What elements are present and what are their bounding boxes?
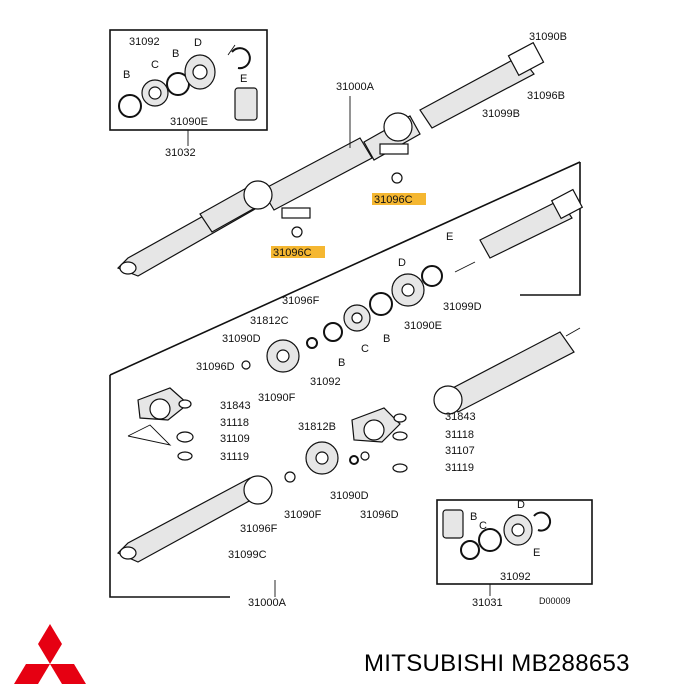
letter-d: D xyxy=(517,499,525,511)
part-label-31090f-low: 31090F xyxy=(284,509,322,521)
part-label-31090f-mid: 31090F xyxy=(258,392,296,404)
part-label-31092-bottom: 31092 xyxy=(500,571,531,583)
bottom-right-joint-kit xyxy=(442,509,552,560)
letter-d: D xyxy=(194,37,202,49)
part-label-31812b: 31812B xyxy=(298,421,336,433)
letter-b: B xyxy=(470,511,477,523)
center-bearing-left xyxy=(137,387,194,461)
letter-c: C xyxy=(151,59,159,71)
part-label-31118-right: 31118 xyxy=(445,429,474,441)
propeller-shaft-exploded-diagram: 31092 B C B D E 31090E 31032 31090B 3109… xyxy=(109,29,593,609)
part-label-31096f-mid: 31096F xyxy=(282,295,320,307)
part-label-31096f-low: 31096F xyxy=(240,523,278,535)
flange-31812b xyxy=(305,441,370,475)
letter-c: C xyxy=(479,520,487,532)
letter-d: D xyxy=(398,257,406,269)
letter-b: B xyxy=(338,357,345,369)
right-middle-shaft xyxy=(433,327,581,415)
part-label-31092-top: 31092 xyxy=(129,36,160,48)
part-label-31096d-low: 31096D xyxy=(360,509,399,521)
part-label-31092-mid: 31092 xyxy=(310,376,341,388)
part-label-31099d: 31099D xyxy=(443,301,482,313)
part-label-31090d-mid: 31090D xyxy=(222,333,261,345)
part-label-31109: 31109 xyxy=(220,433,250,445)
letter-e: E xyxy=(533,547,540,559)
part-label-31090d-low: 31090D xyxy=(330,490,369,502)
inset-box-31032 xyxy=(109,29,268,131)
part-label-31031: 31031 xyxy=(472,597,503,609)
part-label-31090b: 31090B xyxy=(529,31,567,43)
letter-b: B xyxy=(383,333,390,345)
logo-diamond-left xyxy=(14,664,50,684)
part-label-31118-left: 31118 xyxy=(220,417,249,429)
part-label-31096c-upper: 31096C xyxy=(374,194,413,206)
part-number-caption: MITSUBISHI MB288653 xyxy=(364,650,630,677)
part-label-31090e-top: 31090E xyxy=(170,116,208,128)
part-label-31119-left: 31119 xyxy=(220,451,249,463)
letter-c: C xyxy=(361,343,369,355)
part-label-31099b: 31099B xyxy=(482,108,520,120)
letter-e: E xyxy=(446,231,453,243)
highlight-31096c-upper xyxy=(372,193,426,205)
lower-propeller-shaft xyxy=(116,471,296,563)
part-label-31000a-bottom: 31000A xyxy=(248,597,287,609)
inset-box-31031 xyxy=(436,499,593,585)
logo-diamond-right xyxy=(50,664,86,684)
mitsubishi-logo-icon xyxy=(14,624,86,684)
part-label-31107: 31107 xyxy=(445,445,475,457)
diagram-code: D00009 xyxy=(539,596,571,606)
highlight-31096c-lower xyxy=(271,246,325,258)
part-label-31032: 31032 xyxy=(165,147,196,159)
letter-b: B xyxy=(123,69,130,81)
part-label-31096c-lower: 31096C xyxy=(273,247,312,259)
center-bearing-right xyxy=(351,407,408,473)
part-label-31000a-top: 31000A xyxy=(336,81,375,93)
part-label-31096b: 31096B xyxy=(527,90,565,102)
logo-diamond-top xyxy=(38,624,62,664)
top-left-joint-kit xyxy=(118,44,258,121)
flange-31812c xyxy=(241,337,318,373)
upper-propeller-shaft xyxy=(116,41,545,277)
part-label-31843-left: 31843 xyxy=(220,400,251,412)
middle-right-shaft xyxy=(323,188,584,342)
part-label-31090e-mid: 31090E xyxy=(404,320,442,332)
part-label-31096d-mid: 31096D xyxy=(196,361,235,373)
part-label-31119-right: 31119 xyxy=(445,462,474,474)
letter-e: E xyxy=(240,73,247,85)
letter-b: B xyxy=(172,48,179,60)
part-label-31099c: 31099C xyxy=(228,549,267,561)
part-label-31812c: 31812C xyxy=(250,315,289,327)
part-label-31843-right: 31843 xyxy=(445,411,476,423)
frame-left xyxy=(109,375,230,598)
